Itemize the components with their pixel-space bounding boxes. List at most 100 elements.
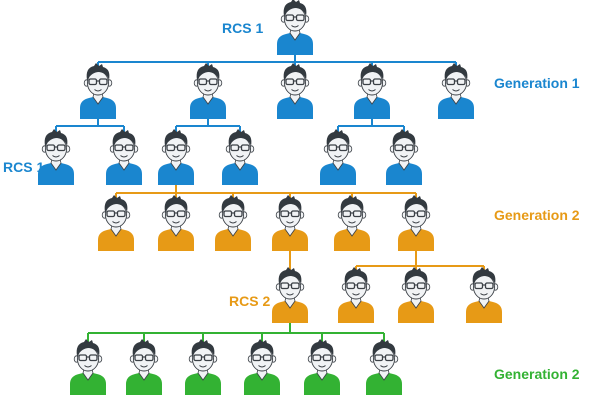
smile	[112, 221, 120, 224]
shirt	[438, 97, 474, 119]
hair	[76, 339, 100, 356]
glasses-lens	[203, 354, 213, 362]
shirt	[354, 97, 390, 119]
smile	[291, 89, 299, 92]
shirt	[320, 163, 356, 185]
hair	[196, 63, 220, 80]
smile	[258, 365, 266, 368]
glasses-lens	[290, 282, 300, 290]
hair	[326, 129, 350, 146]
smile	[204, 89, 212, 92]
glasses-lens	[285, 78, 295, 86]
generation2-green-person-icon	[244, 339, 280, 395]
hair	[164, 195, 188, 212]
hair	[228, 129, 252, 146]
generation1-person-icon	[277, 63, 313, 119]
shirt	[215, 229, 251, 251]
smile	[172, 221, 180, 224]
smile	[236, 155, 244, 158]
glasses-lens	[446, 78, 456, 86]
label-generation-1: Generation 1	[494, 75, 580, 91]
label-generation-2-orange: Generation 2	[494, 207, 580, 223]
smile	[286, 221, 294, 224]
glasses-lens	[176, 210, 186, 218]
generation1-person-icon	[80, 63, 116, 119]
glasses-lens	[328, 144, 338, 152]
glasses-lens	[230, 144, 240, 152]
glasses-lens	[312, 354, 322, 362]
shirt	[158, 229, 194, 251]
shirt	[185, 373, 221, 395]
label-left-rcs: RCS 1	[3, 159, 45, 175]
glasses-lens	[262, 354, 272, 362]
shirt	[366, 373, 402, 395]
glasses-lens	[134, 354, 144, 362]
smile	[52, 155, 60, 158]
generation2-person-icon	[98, 195, 134, 251]
smile	[120, 155, 128, 158]
glasses-lens	[166, 144, 176, 152]
shirt	[386, 163, 422, 185]
hair	[250, 339, 274, 356]
hair	[164, 129, 188, 146]
rcs2-person-icon	[272, 267, 308, 323]
glasses-lens	[322, 354, 332, 362]
glasses-lens	[394, 144, 404, 152]
glasses-lens	[404, 144, 414, 152]
hair	[278, 195, 302, 212]
glasses-lens	[88, 78, 98, 86]
glasses-lens	[88, 354, 98, 362]
generation1-child-person-icon	[222, 129, 258, 185]
hair	[86, 63, 110, 80]
rcs1-root-person-icon	[277, 0, 313, 55]
generation1-person-icon	[438, 63, 474, 119]
smile	[368, 89, 376, 92]
glasses-lens	[406, 210, 416, 218]
hair	[278, 267, 302, 284]
hair	[44, 129, 68, 146]
generation2-person-icon	[334, 195, 370, 251]
glasses-lens	[362, 78, 372, 86]
hair	[344, 267, 368, 284]
hair	[360, 63, 384, 80]
hair	[283, 63, 307, 80]
generation1-child-person-icon	[158, 129, 194, 185]
label-mid-rcs: RCS 2	[229, 293, 271, 309]
label-top-rcs: RCS 1	[222, 20, 264, 36]
shirt	[466, 301, 502, 323]
label-generation-2-green: Generation 2	[494, 366, 580, 382]
hair	[191, 339, 215, 356]
glasses-lens	[98, 78, 108, 86]
shirt	[158, 163, 194, 185]
shirt	[272, 301, 308, 323]
smile	[380, 365, 388, 368]
glasses-lens	[208, 78, 218, 86]
glasses-lens	[240, 144, 250, 152]
glasses-lens	[285, 14, 295, 22]
generation1-person-icon	[354, 63, 390, 119]
shirt	[277, 97, 313, 119]
hair	[132, 339, 156, 356]
glasses-lens	[144, 354, 154, 362]
generation2-child-person-icon	[398, 267, 434, 323]
generation2-green-person-icon	[185, 339, 221, 395]
glasses-lens	[166, 210, 176, 218]
glasses-lens	[193, 354, 203, 362]
generation2-green-person-icon	[126, 339, 162, 395]
shirt	[222, 163, 258, 185]
generation2-person-icon	[158, 195, 194, 251]
glasses-lens	[346, 282, 356, 290]
glasses-lens	[342, 210, 352, 218]
hair	[404, 195, 428, 212]
shirt	[80, 97, 116, 119]
shirt	[190, 97, 226, 119]
glasses-lens	[198, 78, 208, 86]
smile	[229, 221, 237, 224]
hair	[472, 267, 496, 284]
shirt	[338, 301, 374, 323]
glasses-lens	[114, 144, 124, 152]
generation2-person-icon	[215, 195, 251, 251]
glasses-lens	[374, 354, 384, 362]
smile	[400, 155, 408, 158]
